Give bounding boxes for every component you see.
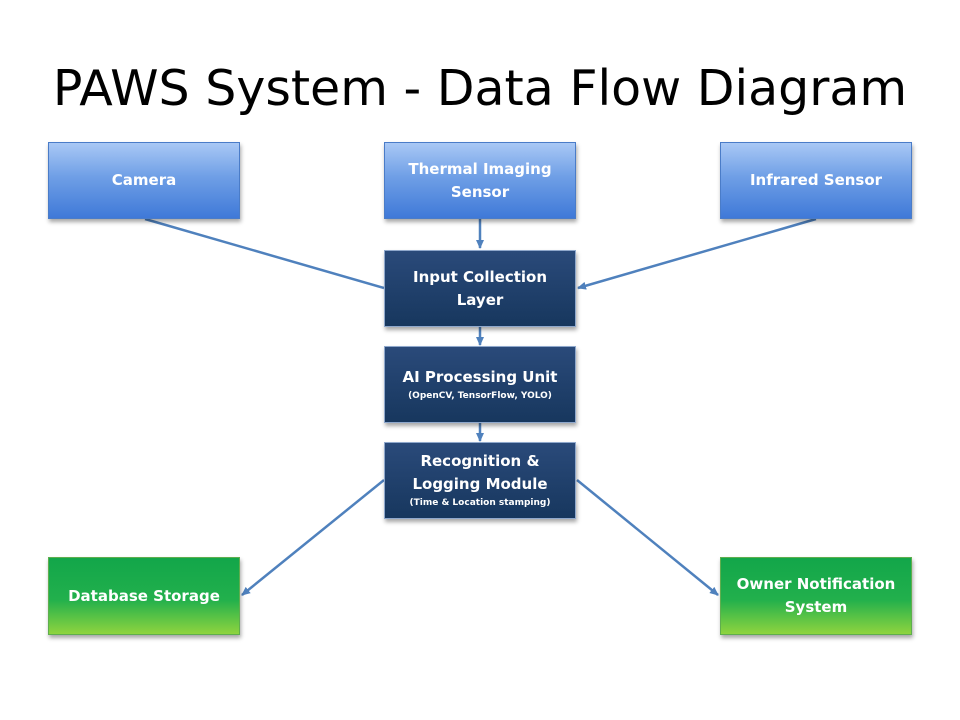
node-ai-unit-sub: (OpenCV, TensorFlow, YOLO): [408, 390, 552, 401]
node-recognition-logging-module: Recognition & Logging Module (Time & Loc…: [384, 442, 576, 519]
edge-infrared-to-input: [577, 217, 817, 290]
edge-recognition-to-database: [241, 479, 385, 596]
node-input-collection-layer: Input Collection Layer: [384, 250, 576, 327]
node-notification-label: Owner Notification System: [736, 575, 896, 616]
node-thermal-imaging-sensor: Thermal Imaging Sensor: [384, 142, 576, 219]
node-recognition-label: Recognition & Logging Module: [412, 452, 548, 493]
node-input-layer-label: Input Collection Layer: [412, 267, 548, 309]
edge-recognition-to-notification: [576, 479, 719, 596]
node-database-label: Database Storage: [68, 586, 220, 605]
node-camera: Camera: [48, 142, 240, 219]
node-owner-notification-system: Owner Notification System: [720, 557, 912, 635]
node-database-storage: Database Storage: [48, 557, 240, 635]
node-infrared-label: Infrared Sensor: [749, 171, 883, 189]
node-ai-unit-label: AI Processing Unit: [402, 367, 558, 386]
node-recognition-sub: (Time & Location stamping): [409, 498, 551, 508]
edge-camera-to-input: [144, 217, 385, 290]
node-thermal-label: Thermal Imaging Sensor: [408, 159, 552, 201]
node-ai-processing-unit: AI Processing Unit (OpenCV, TensorFlow, …: [384, 346, 576, 423]
node-infrared-sensor: Infrared Sensor: [720, 142, 912, 219]
node-camera-label: Camera: [111, 171, 177, 189]
diagram-title: PAWS System - Data Flow Diagram: [52, 60, 908, 117]
